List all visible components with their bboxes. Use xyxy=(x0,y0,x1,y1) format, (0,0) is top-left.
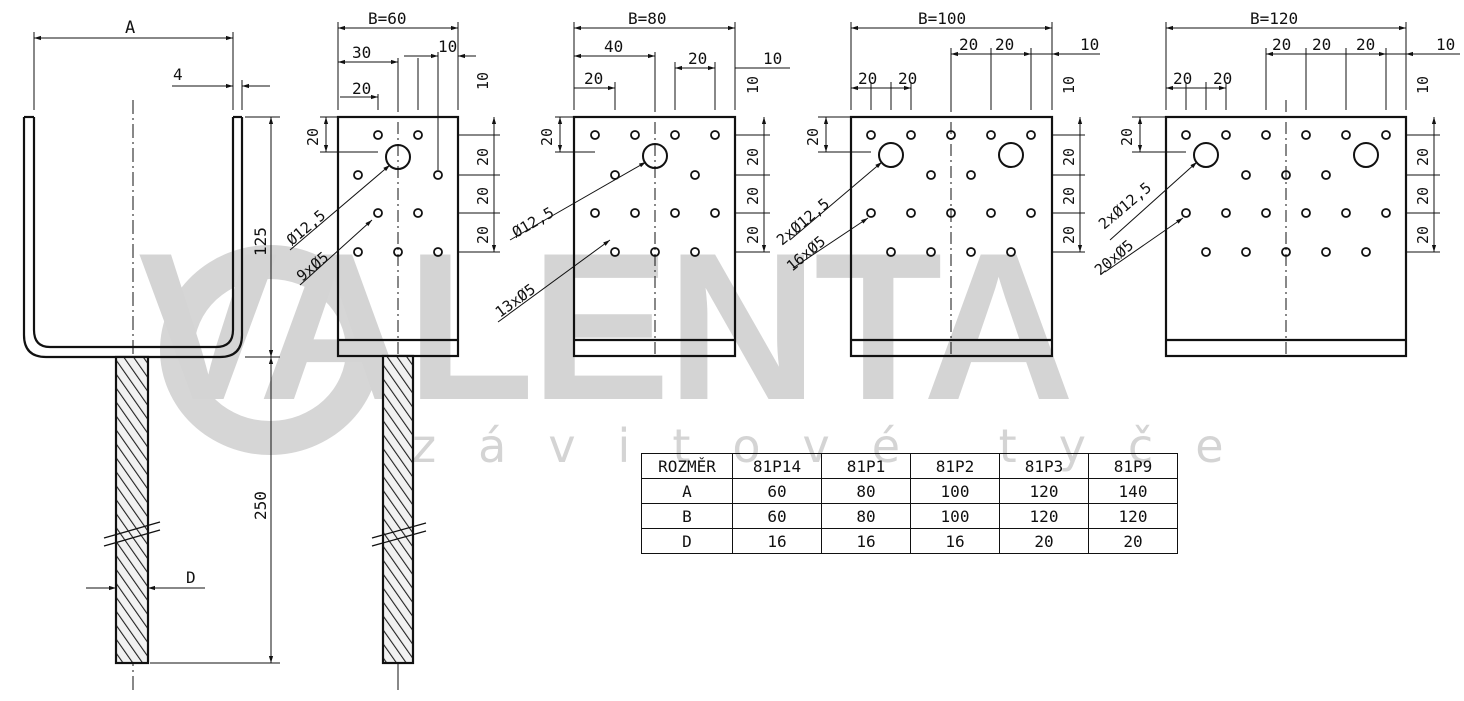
table-header-cell: 81P2 xyxy=(910,453,1000,479)
table-cell: 60 xyxy=(732,503,822,529)
plate-b60-side-dim: 20 xyxy=(474,148,492,166)
plate-b120-side-dim: 20 xyxy=(1414,226,1432,244)
plate-b80-left-dim: 20 xyxy=(538,128,556,146)
plate-b100-side-dim: 20 xyxy=(1060,187,1078,205)
plate-b100 xyxy=(789,22,1100,358)
plate-b120-left-dim: 20 xyxy=(1118,128,1136,146)
plate-b120-side-dim: 20 xyxy=(1414,148,1432,166)
plate-b60-title: B=60 xyxy=(368,9,407,28)
plate-b80 xyxy=(497,22,790,358)
plate-b80-dim: 10 xyxy=(763,49,782,68)
table-cell: 120 xyxy=(999,478,1089,504)
table-row: D 16 16 16 20 20 xyxy=(641,528,1178,554)
table-header-cell: 81P14 xyxy=(732,453,822,479)
table-cell: 80 xyxy=(821,503,911,529)
plate-b120-callout-large-holes: 2xØ12,5 xyxy=(1095,179,1155,233)
table-cell: 16 xyxy=(821,528,911,554)
table-cell: 16 xyxy=(732,528,822,554)
plate-b120-title: B=120 xyxy=(1250,9,1298,28)
plate-b80-side-dim: 20 xyxy=(744,148,762,166)
plate-b100-side-dim: 10 xyxy=(1060,76,1078,94)
dim-height-label: 125 xyxy=(251,227,270,256)
plate-b120-dim: 20 xyxy=(1272,35,1291,54)
plate-b80-side-dim: 20 xyxy=(744,226,762,244)
plate-b100-left-dim: 20 xyxy=(804,128,822,146)
plate-b60 xyxy=(289,22,500,358)
table-cell: 120 xyxy=(1088,503,1178,529)
table-cell: 20 xyxy=(1088,528,1178,554)
watermark-brand: VALENTA xyxy=(138,209,1074,444)
dim-thickness-label: 4 xyxy=(173,65,183,84)
plate-b120-side-dim: 10 xyxy=(1414,76,1432,94)
spec-table: ROZMĚR 81P14 81P1 81P2 81P3 81P9 A 60 80… xyxy=(641,453,1178,554)
plate-b100-side-dim: 20 xyxy=(1060,148,1078,166)
plate-b60-dim-20: 20 xyxy=(352,79,371,98)
table-row-label: A xyxy=(641,478,733,504)
plate-b100-side-dim: 20 xyxy=(1060,226,1078,244)
plate-b120 xyxy=(1104,22,1460,358)
plate-b120-callout-small-holes: 20xØ5 xyxy=(1091,236,1137,279)
table-cell: 100 xyxy=(910,503,1000,529)
plate-b80-callout-large-hole: Ø12,5 xyxy=(509,203,557,241)
table-cell: 120 xyxy=(999,503,1089,529)
plate-b100-title: B=100 xyxy=(918,9,966,28)
table-cell: 60 xyxy=(732,478,822,504)
plate-b60-side-dim: 20 xyxy=(474,226,492,244)
table-cell: 20 xyxy=(999,528,1089,554)
side-view xyxy=(22,32,280,690)
plate-b120-side-dim: 20 xyxy=(1414,187,1432,205)
table-cell: 16 xyxy=(910,528,1000,554)
plate-b80-side-dim: 20 xyxy=(744,187,762,205)
table-header-row: ROZMĚR 81P14 81P1 81P2 81P3 81P9 xyxy=(641,453,1178,479)
plate-b80-callout-small-holes: 13xØ5 xyxy=(492,280,539,321)
plate-b120-dim: 20 xyxy=(1356,35,1375,54)
plate-b80-dim: 20 xyxy=(584,69,603,88)
table-header-cell: 81P1 xyxy=(821,453,911,479)
plate-b60-side-dim: 10 xyxy=(474,72,492,90)
plate-b80-side-dim: 10 xyxy=(744,76,762,94)
plate-b120-dim: 20 xyxy=(1312,35,1331,54)
plate-b120-dim: 20 xyxy=(1173,69,1192,88)
plate-b60-side-dim: 20 xyxy=(474,187,492,205)
plate-b60-dim-10: 10 xyxy=(438,37,457,56)
dim-a-label: A xyxy=(125,18,135,38)
dim-rod-length-label: 250 xyxy=(251,491,270,520)
table-cell: 80 xyxy=(821,478,911,504)
dim-rod-diameter-label: D xyxy=(186,568,196,587)
plate-b60-callout-large-hole: Ø12,5 xyxy=(283,206,329,249)
rod-front-view xyxy=(371,354,427,690)
table-header-cell: 81P3 xyxy=(999,453,1089,479)
table-header-cell: ROZMĚR xyxy=(641,453,733,479)
table-row: A 60 80 100 120 140 xyxy=(641,478,1178,504)
plate-b80-dim: 40 xyxy=(604,37,623,56)
table-cell: 140 xyxy=(1088,478,1178,504)
plate-b60-callout-small-holes: 9xØ5 xyxy=(293,248,332,285)
plate-b120-dim: 20 xyxy=(1213,69,1232,88)
plate-b60-dim-30: 30 xyxy=(352,43,371,62)
plate-b120-dim: 10 xyxy=(1436,35,1455,54)
plate-b100-dim: 20 xyxy=(959,35,978,54)
plate-b80-dim: 20 xyxy=(688,49,707,68)
table-cell: 100 xyxy=(910,478,1000,504)
table-row: B 60 80 100 120 120 xyxy=(641,503,1178,529)
plate-b60-left-dim: 20 xyxy=(304,128,322,146)
plate-b100-dim: 20 xyxy=(995,35,1014,54)
table-header-cell: 81P9 xyxy=(1088,453,1178,479)
plate-b80-title: B=80 xyxy=(628,9,667,28)
plate-b100-dim: 20 xyxy=(858,69,877,88)
plate-b100-dim: 20 xyxy=(898,69,917,88)
table-row-label: B xyxy=(641,503,733,529)
table-row-label: D xyxy=(641,528,733,554)
plate-b100-dim: 10 xyxy=(1080,35,1099,54)
